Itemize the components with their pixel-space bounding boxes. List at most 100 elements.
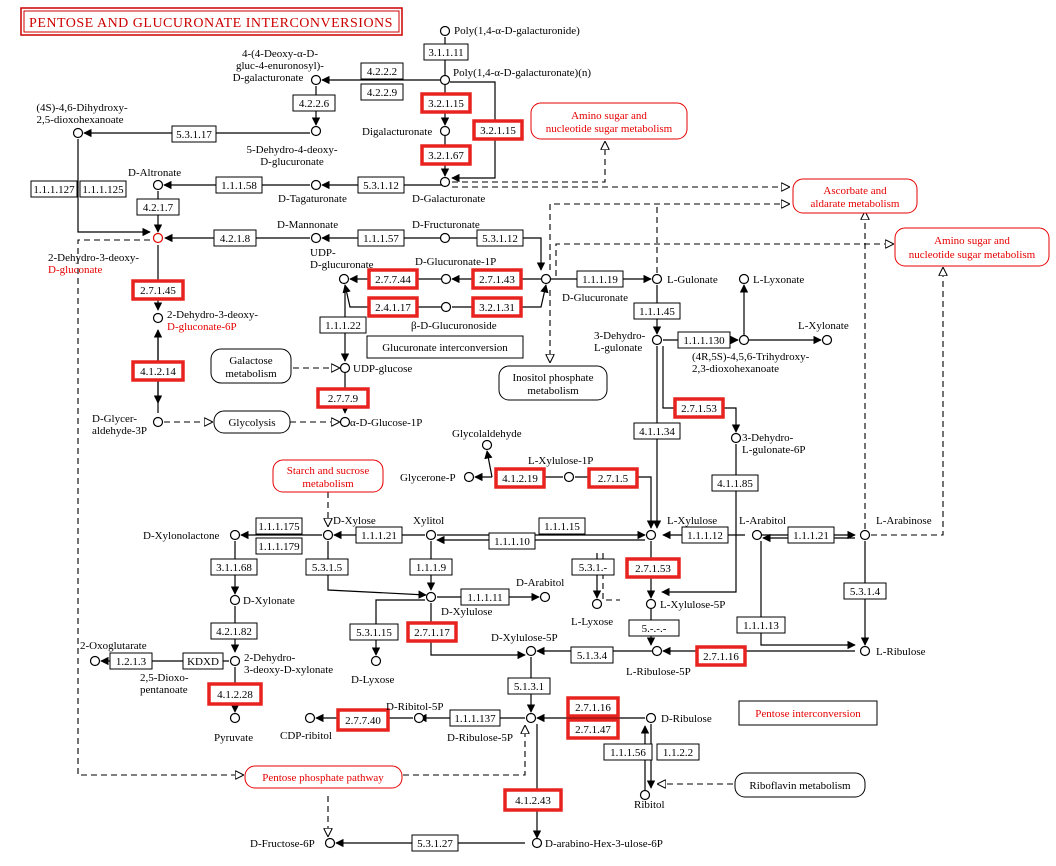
enzyme-5-dash[interactable]: 5.-.-.- [628,619,680,637]
enzyme-5-1-3-1[interactable]: 5.1.3.1 [507,677,551,695]
map-riboflavin[interactable]: Riboflavin metabolism [734,772,866,798]
node-dehydro-deoxy-gluconate[interactable] [152,232,164,244]
enzyme-kdxd[interactable]: KDXD [182,652,224,670]
node-l-xylonate[interactable] [821,334,833,346]
node-pyruvate[interactable] [229,712,241,724]
enzyme-4-1-2-28[interactable]: 4.1.2.28 [207,682,263,706]
enzyme-1-1-1-127[interactable]: 1.1.1.127 [30,180,78,198]
enzyme-4-1-2-43[interactable]: 4.1.2.43 [503,788,563,812]
enzyme-1-1-1-57[interactable]: 1.1.1.57 [357,229,405,247]
enzyme-5-3-1-27[interactable]: 5.3.1.27 [411,834,459,852]
node-l-xylulose-5p[interactable] [645,598,657,610]
node-poly-galacturonide[interactable] [439,25,451,37]
enzyme-1-1-1-179[interactable]: 1.1.1.179 [255,537,303,555]
node-l-lyxose[interactable] [591,598,603,610]
enzyme-4-2-1-8[interactable]: 4.2.1.8 [213,229,257,247]
node-d-ribulose-5p[interactable] [525,712,537,724]
enzyme-4-1-1-85[interactable]: 4.1.1.85 [711,474,759,492]
enzyme-5-3-1-dash[interactable]: 5.3.1.- [571,558,615,576]
enzyme-3-2-1-15a[interactable]: 3.2.1.15 [420,92,472,114]
node-b-d-glucuronoside[interactable] [440,301,452,313]
node-dehydro-l-gulonate-6p[interactable] [730,432,742,444]
enzyme-1-1-1-15[interactable]: 1.1.1.15 [538,517,586,535]
node-oxoglutarate[interactable] [89,655,101,667]
enzyme-1-1-1-130[interactable]: 1.1.1.130 [677,331,731,349]
enzyme-4-2-2-6[interactable]: 4.2.2.6 [292,94,336,112]
enzyme-5-3-1-5[interactable]: 5.3.1.5 [305,558,349,576]
enzyme-2-7-1-43[interactable]: 2.7.1.43 [471,268,523,290]
node-glycerone-p[interactable] [463,471,475,483]
node-l-lyxonate[interactable] [738,273,750,285]
enzyme-2-7-7-44[interactable]: 2.7.7.44 [367,268,419,290]
node-d-altronate[interactable] [152,179,164,191]
enzyme-2-7-1-16b[interactable]: 2.7.1.16 [566,696,620,718]
node-d-xylulose-5p[interactable] [525,645,537,657]
enzyme-4-2-1-82[interactable]: 4.2.1.82 [210,622,258,640]
enzyme-1-1-1-125[interactable]: 1.1.1.125 [79,180,127,198]
node-d-galacturonate[interactable] [439,176,451,188]
node-digalacturonate[interactable] [439,125,451,137]
node-d-arabitol[interactable] [539,591,551,603]
enzyme-2-7-7-9[interactable]: 2.7.7.9 [316,387,370,409]
enzyme-2-7-1-16a[interactable]: 2.7.1.16 [695,645,747,667]
enzyme-4-1-1-34[interactable]: 4.1.1.34 [633,422,681,440]
enzyme-5-3-1-4[interactable]: 5.3.1.4 [843,582,887,600]
enzyme-4-1-2-19[interactable]: 4.1.2.19 [494,467,546,489]
node-cdp-ribitol[interactable] [304,712,316,724]
enzyme-3-2-1-67[interactable]: 3.2.1.67 [420,144,472,166]
node-dehydro-l-gulonate[interactable] [651,334,663,346]
node-l-ribulose-5p[interactable] [651,645,663,657]
map-pentose-interconversion[interactable]: Pentose interconversion [738,700,878,726]
node-l-xylulose-1p[interactable] [563,471,575,483]
node-d-fructuronate[interactable] [439,232,451,244]
enzyme-3-1-1-68[interactable]: 3.1.1.68 [210,558,258,576]
enzyme-1-1-1-175[interactable]: 1.1.1.175 [255,517,303,535]
node-d-arabino-hex[interactable] [531,837,543,849]
enzyme-5-3-1-17[interactable]: 5.3.1.17 [171,125,217,143]
enzyme-1-2-1-3[interactable]: 1.2.1.3 [109,652,153,670]
node-l-xylulose[interactable] [645,529,657,541]
enzyme-2-7-1-53a[interactable]: 2.7.1.53 [673,397,725,419]
node-dehydro-deoxy-gluconate-6p[interactable] [152,312,164,324]
enzyme-5-3-1-15[interactable]: 5.3.1.15 [349,623,399,641]
enzyme-2-7-1-47[interactable]: 2.7.1.47 [566,718,620,740]
enzyme-4-2-1-7[interactable]: 4.2.1.7 [136,198,180,216]
node-d-tagaturonate[interactable] [310,179,322,191]
enzyme-1-1-1-22[interactable]: 1.1.1.22 [319,316,367,334]
enzyme-1-1-1-13[interactable]: 1.1.1.13 [736,616,786,634]
node-poly-galacturonate[interactable] [439,74,451,86]
map-amino-sugar-2[interactable]: Amino sugar and nucleotide sugar metabol… [894,227,1050,267]
node-xylitol[interactable] [425,529,437,541]
enzyme-1-1-1-10[interactable]: 1.1.1.10 [488,532,536,550]
node-dehydro-deoxy-xylonate[interactable] [229,655,241,667]
node-dehydro-deoxy-glucuronate[interactable] [310,125,322,137]
node-l-ribulose[interactable] [859,645,871,657]
node-udp-glucuronate[interactable] [338,273,350,285]
enzyme-2-7-7-40[interactable]: 2.7.7.40 [336,708,390,732]
node-d-fructose-6p[interactable] [324,837,336,849]
node-d-xylonolactone[interactable] [229,529,241,541]
enzyme-2-4-1-17[interactable]: 2.4.1.17 [367,296,419,318]
enzyme-3-2-1-15b[interactable]: 3.2.1.15 [472,119,524,141]
node-deoxy-gluc[interactable] [310,74,322,86]
enzyme-1-1-2-2[interactable]: 1.1.2.2 [656,743,700,761]
node-ribitol[interactable] [639,789,651,801]
map-inositol[interactable]: Inositol phosphate metabolism [498,365,608,401]
enzyme-1-1-1-58[interactable]: 1.1.1.58 [215,176,263,194]
node-d-xylose[interactable] [322,529,334,541]
enzyme-3-2-1-31[interactable]: 3.2.1.31 [471,296,523,318]
pathway-title[interactable]: PENTOSE AND GLUCURONATE INTERCONVERSIONS [20,7,403,36]
node-l-arabitol[interactable] [751,529,763,541]
node-d-mannonate[interactable] [310,232,322,244]
enzyme-2-7-1-5[interactable]: 2.7.1.5 [587,467,639,489]
map-ascorbate[interactable]: Ascorbate and aldarate metabolism [792,178,918,214]
node-d-lyxose[interactable] [370,655,382,667]
enzyme-5-1-3-4[interactable]: 5.1.3.4 [570,646,614,664]
enzyme-4-1-2-14[interactable]: 4.1.2.14 [131,360,185,382]
node-d-glucuronate-1p[interactable] [440,273,452,285]
enzyme-3-1-1-11[interactable]: 3.1.1.11 [423,43,469,61]
node-d-ribitol-5p[interactable] [413,712,425,724]
map-pentose-phosphate[interactable]: Pentose phosphate pathway [244,765,403,789]
enzyme-1-1-1-45[interactable]: 1.1.1.45 [633,302,681,320]
enzyme-1-1-1-21a[interactable]: 1.1.1.21 [355,526,403,544]
